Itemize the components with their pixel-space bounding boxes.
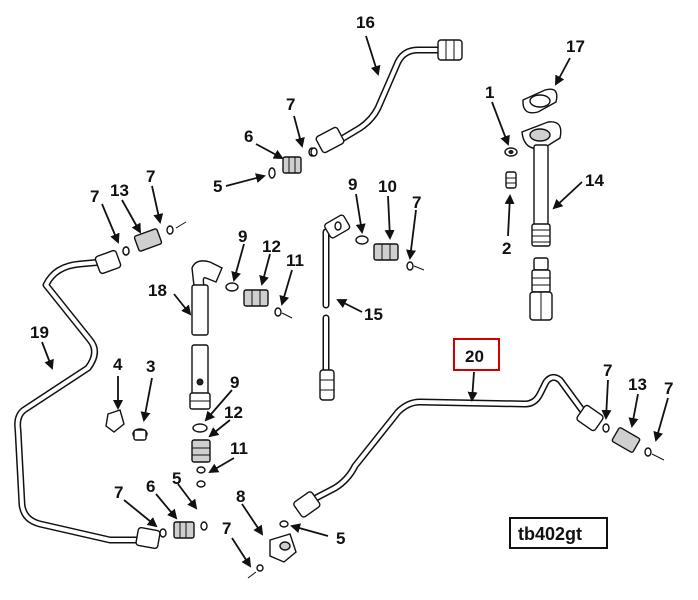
reference-label-box: tb402gt [509,517,608,549]
tube-14 [521,88,562,321]
washer-1-bolt-2 [504,147,518,189]
pipe-20 [293,373,604,518]
callout-7-h: 7 [664,379,673,398]
fitting-13-left [122,221,187,256]
callout-labels: 16 17 1 7 6 5 14 2 7 13 7 9 10 7 9 12 11… [30,13,673,548]
callout-5-c: 5 [336,529,345,548]
callout-13-a: 13 [110,181,129,200]
fitting-10 [355,235,425,271]
callout-17: 17 [566,37,585,56]
callout-9-c: 9 [230,373,239,392]
callout-9-a: 9 [348,175,357,194]
callout-12-b: 12 [224,403,243,422]
fitting-12-lower [191,423,211,488]
hose-15 [319,214,351,401]
o-rings [122,147,342,256]
callout-7-a: 7 [286,95,295,114]
callout-7-g: 7 [603,361,612,380]
callout-9-b: 9 [238,227,247,246]
callout-7-f: 7 [222,519,231,538]
reference-label: tb402gt [518,524,582,544]
parts-3-4 [105,409,148,441]
callout-1: 1 [485,83,494,102]
callout-5-a: 5 [213,177,222,196]
callout-13-b: 13 [628,375,647,394]
callout-10: 10 [378,177,397,196]
callout-8: 8 [236,487,245,506]
callout-2: 2 [502,239,511,258]
callout-11-a: 11 [286,251,304,270]
callout-15: 15 [364,305,383,324]
callout-20: 20 [465,347,484,366]
callout-4: 4 [113,355,123,374]
callout-7-d: 7 [412,193,421,212]
callout-5-b: 5 [172,469,181,488]
callout-7-b: 7 [90,187,99,206]
callout-18: 18 [148,281,167,300]
callout-3: 3 [146,357,155,376]
fitting-6-lower [159,521,208,539]
hose-18 [189,260,223,410]
fitting-13-right [602,423,665,461]
pipe-16 [315,39,463,154]
callout-14: 14 [585,171,604,190]
callout-16: 16 [356,13,375,32]
callout-11-b: 11 [230,439,248,458]
elbow-8 [247,520,297,579]
callout-7-c: 7 [146,167,155,186]
fitting-12-mid [225,282,293,319]
pipe-19 [14,249,161,549]
callout-12-a: 12 [262,237,281,256]
fitting-6-top [268,147,316,179]
leader-lines [41,35,669,568]
callout-6-a: 6 [244,127,253,146]
callout-20-highlight: 20 [453,338,500,371]
callout-6-b: 6 [146,477,155,496]
callout-19: 19 [30,323,49,342]
callout-7-e: 7 [114,483,123,502]
